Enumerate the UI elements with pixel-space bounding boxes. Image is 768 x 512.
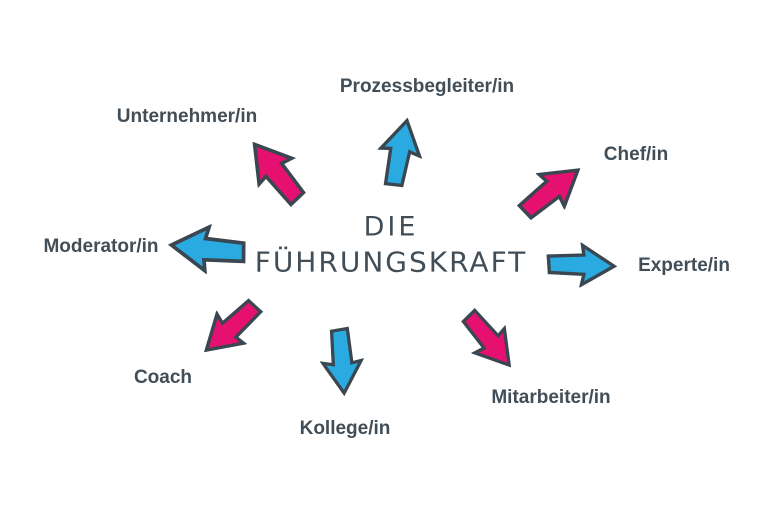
role-label-experte: Experte/in (638, 255, 730, 276)
role-label-kollege: Kollege/in (299, 418, 391, 439)
role-label-prozessbegleiter: Prozessbegleiter/in (339, 76, 515, 97)
role-label-moderator: Moderator/in (43, 236, 159, 257)
role-label-chef: Chef/in (603, 144, 669, 165)
arrow-up-right-chef-icon (508, 150, 595, 232)
title-line-1: DIE (363, 211, 419, 243)
role-label-coach: Coach (133, 367, 193, 388)
arrow-right-experte-icon (544, 241, 618, 290)
arrow-down-left-coach-icon (189, 287, 273, 368)
arrow-down-kollege-icon (318, 325, 365, 397)
title-line-2: FÜHRUNGSKRAFT (254, 244, 528, 278)
role-label-unternehmer: Unternehmer/in (116, 106, 258, 127)
arrow-up-prozessbegleiter-icon (370, 113, 430, 193)
diagram-title: DIE FÜHRUNGSKRAFT (255, 212, 528, 277)
arrow-down-right-mitarbeiter-icon (450, 299, 528, 381)
arrow-up-left-unternehmer-icon (234, 127, 318, 216)
role-label-mitarbeiter: Mitarbeiter/in (491, 387, 611, 408)
arrow-left-moderator-icon (165, 219, 251, 279)
